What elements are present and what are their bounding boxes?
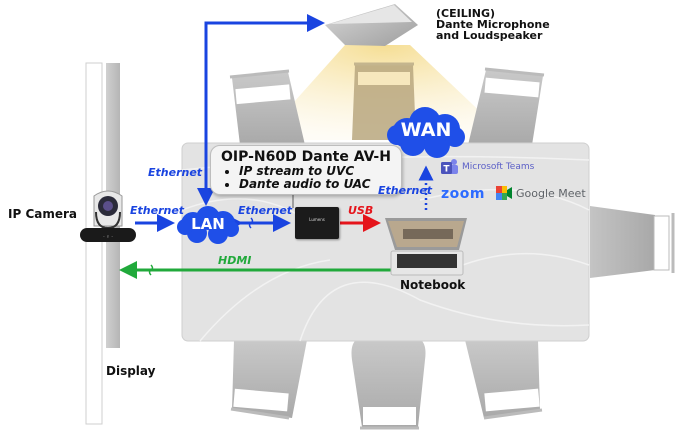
chair-top-right — [468, 67, 545, 145]
cloud-icon — [387, 107, 465, 158]
wan-label: WAN — [400, 119, 452, 141]
callout-bullet: Dante audio to UAC — [239, 178, 391, 191]
ceiling-label-line1: (CEILING) — [436, 7, 496, 20]
app-microsoft-teams: T Microsoft Teams — [440, 158, 534, 176]
microsoft-teams-label: Microsoft Teams — [462, 162, 535, 172]
ethernet-label-wan: Ethernet — [378, 184, 433, 197]
svg-text:· ♀ ·: · ♀ · — [103, 234, 113, 240]
callout-bullet: IP stream to UVC — [239, 165, 391, 178]
svg-text:T: T — [443, 165, 450, 175]
google-meet-label: Google Meet — [516, 186, 586, 200]
hdmi-label: HDMI — [218, 254, 252, 267]
display-panel — [85, 62, 103, 425]
lan-cloud: LAN — [175, 204, 241, 246]
chair-bottom-center — [351, 340, 426, 430]
wan-cloud: WAN — [385, 103, 467, 161]
lan-label: LAN — [191, 215, 225, 233]
device-callout: OIP-N60D Dante AV-H IP stream to UVC Dan… — [210, 145, 402, 195]
chair-bottom-left — [230, 340, 307, 420]
ceiling-label-line3: and Loudspeaker — [436, 29, 543, 42]
google-meet-icon — [496, 186, 512, 200]
chair-bottom-right — [465, 340, 543, 420]
ceiling-label: (CEILING) Dante Microphone and Loudspeak… — [436, 8, 550, 41]
ethernet-label-camera: Ethernet — [130, 204, 185, 217]
ethernet-label-ceiling: Ethernet — [148, 166, 203, 179]
cloud-icon — [177, 206, 239, 244]
usb-label: USB — [348, 204, 374, 217]
zoom-logo: zoom — [441, 186, 485, 202]
ethernet-line-lan-ceiling — [204, 14, 325, 200]
device-brand: Lumens — [309, 217, 325, 222]
callout-title: OIP-N60D Dante AV-H — [221, 149, 391, 165]
oip-n60d-device: Lumens — [295, 207, 339, 239]
chair-top-left — [229, 69, 305, 145]
chair-right — [590, 206, 675, 278]
ethernet-label-device: Ethernet — [238, 204, 293, 217]
app-google-meet: Google Meet — [496, 186, 586, 200]
display-label: Display — [106, 364, 156, 378]
notebook-icon — [385, 218, 467, 276]
ip-camera-icon: · ♀ · — [80, 190, 136, 242]
ceiling-label-line2: Dante Microphone — [436, 18, 550, 31]
microsoft-teams-icon: T — [441, 159, 458, 175]
callout-bullets: IP stream to UVC Dante audio to UAC — [221, 165, 391, 191]
ip-camera-label: IP Camera — [8, 207, 77, 221]
notebook-label: Notebook — [400, 278, 466, 292]
